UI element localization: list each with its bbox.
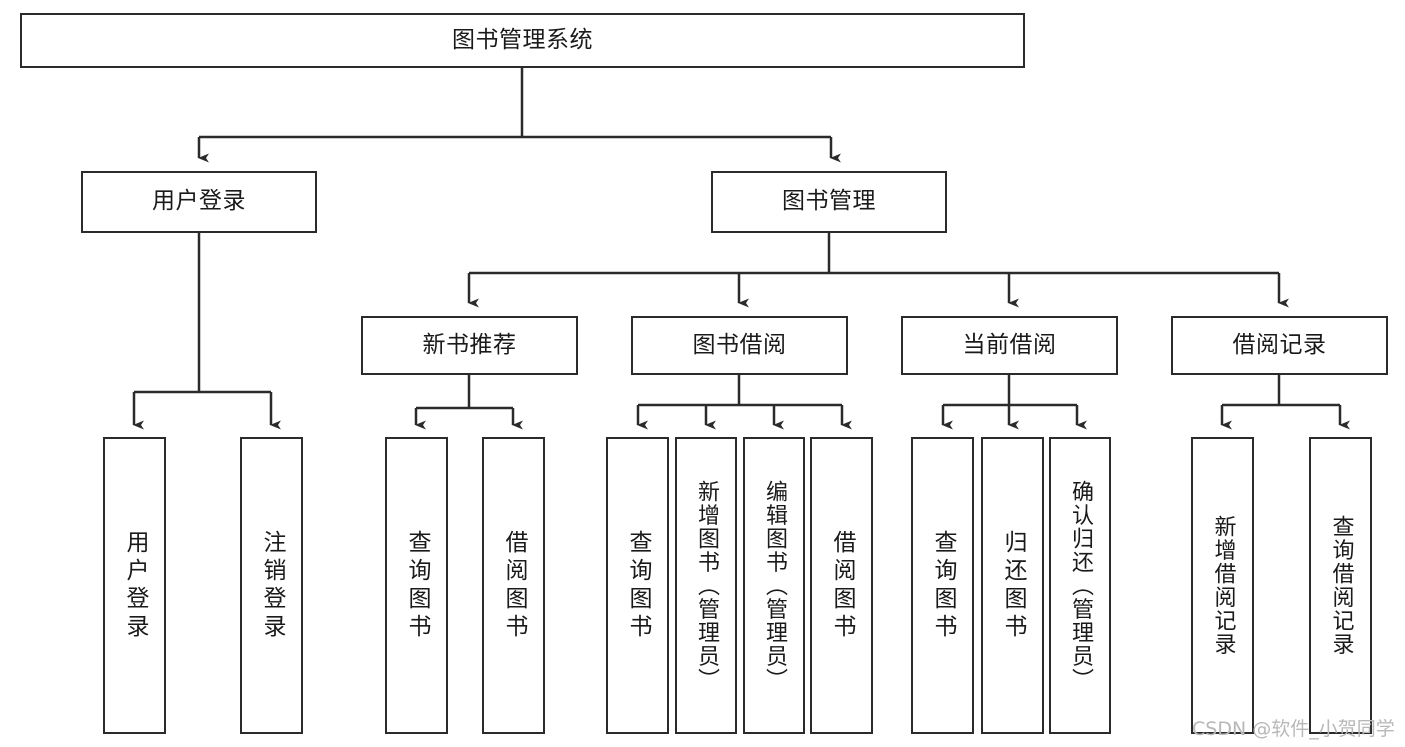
node-new-book-recommend[interactable]: 新书推荐 (361, 316, 578, 375)
leaf-query-book-3-label: 查询图书 (930, 529, 956, 642)
leaf-logout[interactable]: 注销登录 (240, 437, 303, 734)
node-current-borrow-label: 当前借阅 (962, 331, 1057, 358)
node-current-borrow[interactable]: 当前借阅 (901, 316, 1118, 375)
node-book-borrow[interactable]: 图书借阅 (631, 316, 848, 375)
leaf-confirm-return-admin-label: 确认归还（管理员） (1068, 479, 1093, 692)
leaf-borrow-book-2-label: 借阅图书 (829, 529, 855, 642)
leaf-borrow-book-1[interactable]: 借阅图书 (482, 437, 545, 734)
leaf-query-book-2-label: 查询图书 (625, 529, 651, 642)
leaf-query-book-1[interactable]: 查询图书 (385, 437, 448, 734)
leaf-user-login[interactable]: 用户登录 (103, 437, 166, 734)
node-book-manage-label: 图书管理 (782, 188, 876, 215)
leaf-user-login-label: 用户登录 (122, 529, 148, 642)
leaf-add-borrow-record[interactable]: 新增借阅记录 (1191, 437, 1254, 734)
node-new-book-recommend-label: 新书推荐 (422, 331, 517, 358)
node-borrow-record[interactable]: 借阅记录 (1171, 316, 1388, 375)
leaf-logout-label: 注销登录 (259, 529, 285, 642)
leaf-borrow-book-1-label: 借阅图书 (501, 529, 527, 642)
leaf-edit-book-admin[interactable]: 编辑图书（管理员） (743, 437, 805, 734)
node-book-manage[interactable]: 图书管理 (711, 171, 947, 233)
node-book-borrow-label: 图书借阅 (692, 331, 787, 358)
node-root-label: 图书管理系统 (452, 26, 593, 53)
leaf-query-borrow-record[interactable]: 查询借阅记录 (1309, 437, 1372, 734)
leaf-add-book-admin-label: 新增图书（管理员） (694, 479, 719, 692)
node-user-login-label: 用户登录 (152, 188, 246, 215)
leaf-return-book-label: 归还图书 (1000, 529, 1026, 642)
node-borrow-record-label: 借阅记录 (1232, 331, 1327, 358)
csdn-watermark: CSDN @软件_小贺同学 (1192, 718, 1395, 740)
node-root[interactable]: 图书管理系统 (20, 13, 1025, 68)
leaf-query-book-2[interactable]: 查询图书 (606, 437, 669, 734)
leaf-query-book-3[interactable]: 查询图书 (911, 437, 974, 734)
leaf-return-book[interactable]: 归还图书 (981, 437, 1044, 734)
leaf-confirm-return-admin[interactable]: 确认归还（管理员） (1049, 437, 1111, 734)
node-user-login[interactable]: 用户登录 (81, 171, 317, 233)
leaf-borrow-book-2[interactable]: 借阅图书 (810, 437, 873, 734)
leaf-query-borrow-record-label: 查询借阅记录 (1328, 515, 1354, 656)
leaf-query-book-1-label: 查询图书 (404, 529, 430, 642)
leaf-edit-book-admin-label: 编辑图书（管理员） (762, 479, 787, 692)
leaf-add-book-admin[interactable]: 新增图书（管理员） (675, 437, 737, 734)
leaf-add-borrow-record-label: 新增借阅记录 (1210, 515, 1236, 656)
